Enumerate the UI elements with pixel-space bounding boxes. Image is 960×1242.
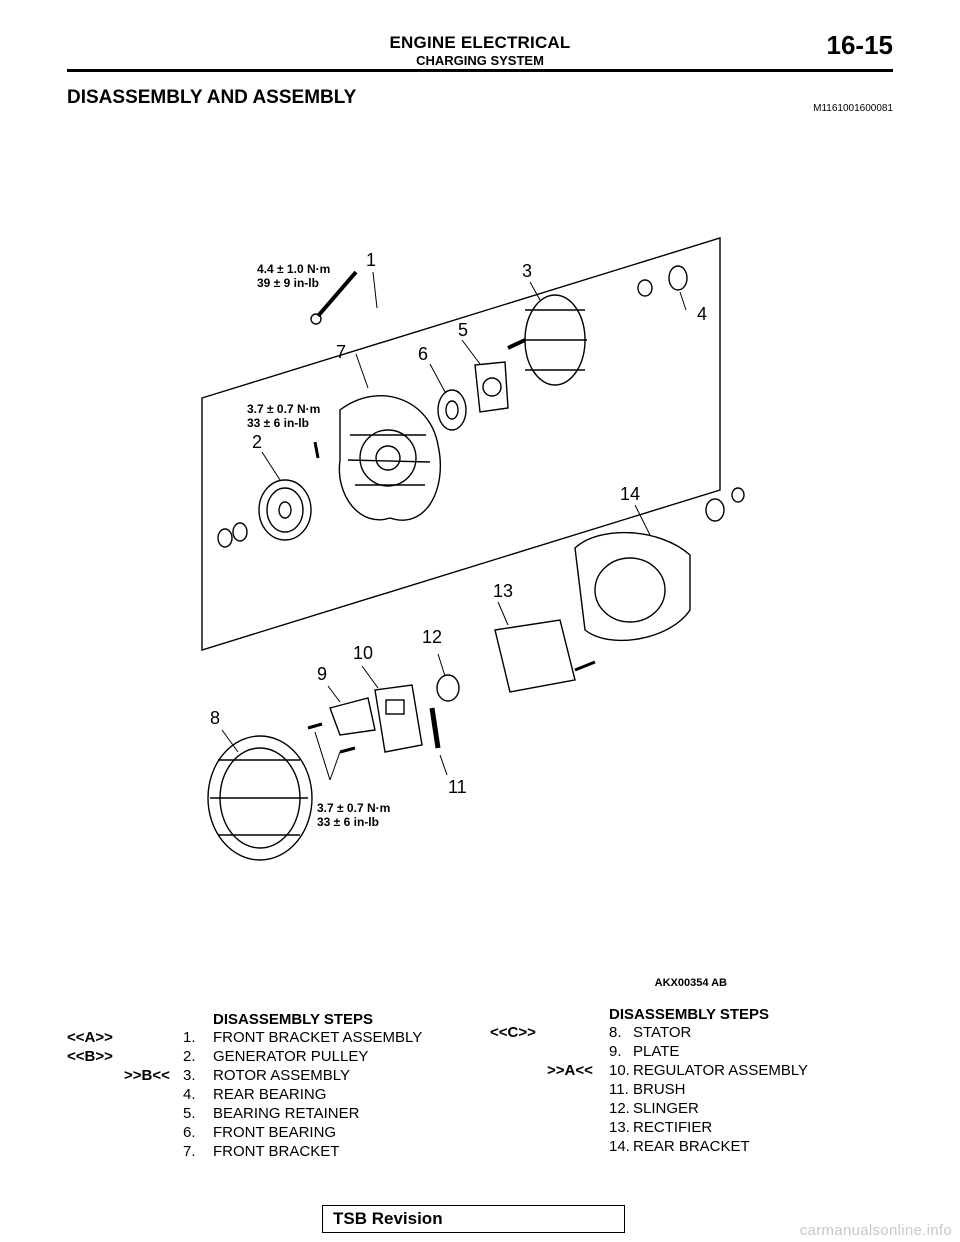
step-code: <<C>> xyxy=(490,1024,536,1041)
watermark: carmanualsonline.info xyxy=(799,1222,952,1239)
header-rule xyxy=(67,69,893,72)
torque-2-nm: 3.7 ± 0.7 N·m xyxy=(247,402,320,416)
rotor-assembly-part xyxy=(507,294,587,386)
figure-id: AKX00354 AB xyxy=(655,977,727,989)
callout-4: 4 xyxy=(697,304,707,324)
page-title: DISASSEMBLY AND ASSEMBLY xyxy=(67,87,357,108)
step-number: 4. xyxy=(183,1086,196,1103)
torque-1-inlb: 39 ± 9 in-lb xyxy=(257,276,319,290)
callout-14: 14 xyxy=(620,484,640,504)
step-number: 3. xyxy=(183,1067,196,1084)
step-number: 2. xyxy=(183,1048,196,1065)
step-name: PLATE xyxy=(633,1043,680,1060)
callout-3: 3 xyxy=(522,261,532,281)
stator-part xyxy=(207,735,313,861)
step-code: >>A<< xyxy=(547,1062,593,1079)
callout-10: 10 xyxy=(353,643,373,663)
page-number: 16-15 xyxy=(826,30,894,60)
step-name: GENERATOR PULLEY xyxy=(213,1048,369,1065)
callout-9: 9 xyxy=(317,664,327,684)
step-name: REAR BRACKET xyxy=(633,1138,750,1155)
step-name: BEARING RETAINER xyxy=(213,1105,360,1122)
bolt-front-bracket xyxy=(310,270,358,325)
step-name: REGULATOR ASSEMBLY xyxy=(633,1062,809,1079)
steps-heading: DISASSEMBLY STEPS xyxy=(609,1006,770,1023)
callout-11: 11 xyxy=(448,777,467,797)
callout-7: 7 xyxy=(336,342,346,362)
slinger-part xyxy=(436,674,460,702)
step-number: 12. xyxy=(609,1100,630,1117)
callout-13: 13 xyxy=(493,581,513,601)
rear-bracket-part xyxy=(574,531,691,642)
step-number: 13. xyxy=(609,1119,630,1136)
assembly-frame xyxy=(201,237,721,651)
callout-12: 12 xyxy=(422,627,442,647)
torque-1-nm: 4.4 ± 1.0 N·m xyxy=(257,262,330,276)
step-code: >>B<< xyxy=(124,1067,170,1084)
callout-8: 8 xyxy=(210,708,220,728)
callout-2: 2 xyxy=(252,432,262,452)
section-title: ENGINE ELECTRICAL xyxy=(389,33,571,52)
step-code: <<A>> xyxy=(67,1029,113,1046)
step-name: FRONT BRACKET xyxy=(213,1143,340,1160)
step-number: 9. xyxy=(609,1043,622,1060)
plate-part xyxy=(329,697,376,736)
generator-pulley-part xyxy=(258,479,312,541)
tsb-revision-box: TSB Revision xyxy=(322,1205,625,1233)
step-code: <<B>> xyxy=(67,1048,113,1065)
regulator-assembly-part xyxy=(374,684,423,753)
step-number: 1. xyxy=(183,1029,196,1046)
rectifier-part xyxy=(494,619,596,693)
step-number: 10. xyxy=(609,1062,630,1079)
callout-1: 1 xyxy=(366,250,376,270)
step-name: FRONT BRACKET ASSEMBLY xyxy=(213,1029,423,1046)
step-number: 6. xyxy=(183,1124,196,1141)
subsection-title: CHARGING SYSTEM xyxy=(416,53,544,68)
step-number: 14. xyxy=(609,1138,630,1155)
brush-part xyxy=(429,707,441,749)
torque-2-inlb: 33 ± 6 in-lb xyxy=(247,416,309,430)
bearing-retainer-part xyxy=(474,361,509,413)
front-bracket-part xyxy=(338,395,442,521)
torque-3-nm: 3.7 ± 0.7 N·m xyxy=(317,801,390,815)
step-name: FRONT BEARING xyxy=(213,1124,337,1141)
step-name: STATOR xyxy=(633,1024,692,1041)
step-number: 8. xyxy=(609,1024,622,1041)
step-number: 11. xyxy=(609,1081,629,1098)
front-bearing-part xyxy=(437,389,467,431)
disassembly-steps-right: DISASSEMBLY STEPS <<C>> 8. STATOR 9. PLA… xyxy=(490,1005,890,1155)
step-name: ROTOR ASSEMBLY xyxy=(213,1067,350,1084)
step-name: REAR BEARING xyxy=(213,1086,327,1103)
steps-heading: DISASSEMBLY STEPS xyxy=(213,1011,374,1028)
step-number: 5. xyxy=(183,1105,196,1122)
step-number: 7. xyxy=(183,1143,196,1160)
document-id: M1161001600081 xyxy=(813,103,893,114)
step-name: SLINGER xyxy=(633,1100,699,1117)
torque-3-inlb: 33 ± 6 in-lb xyxy=(317,815,379,829)
step-name: BRUSH xyxy=(633,1081,686,1098)
alternator-exploded-view: 1 2 3 4 5 6 7 8 9 10 11 12 13 14 4.4 ± 1… xyxy=(201,237,745,989)
disassembly-steps-left: DISASSEMBLY STEPS <<A>> 1. FRONT BRACKET… xyxy=(67,1010,467,1160)
step-name: RECTIFIER xyxy=(633,1119,713,1136)
callout-5: 5 xyxy=(458,320,468,340)
callout-6: 6 xyxy=(418,344,428,364)
